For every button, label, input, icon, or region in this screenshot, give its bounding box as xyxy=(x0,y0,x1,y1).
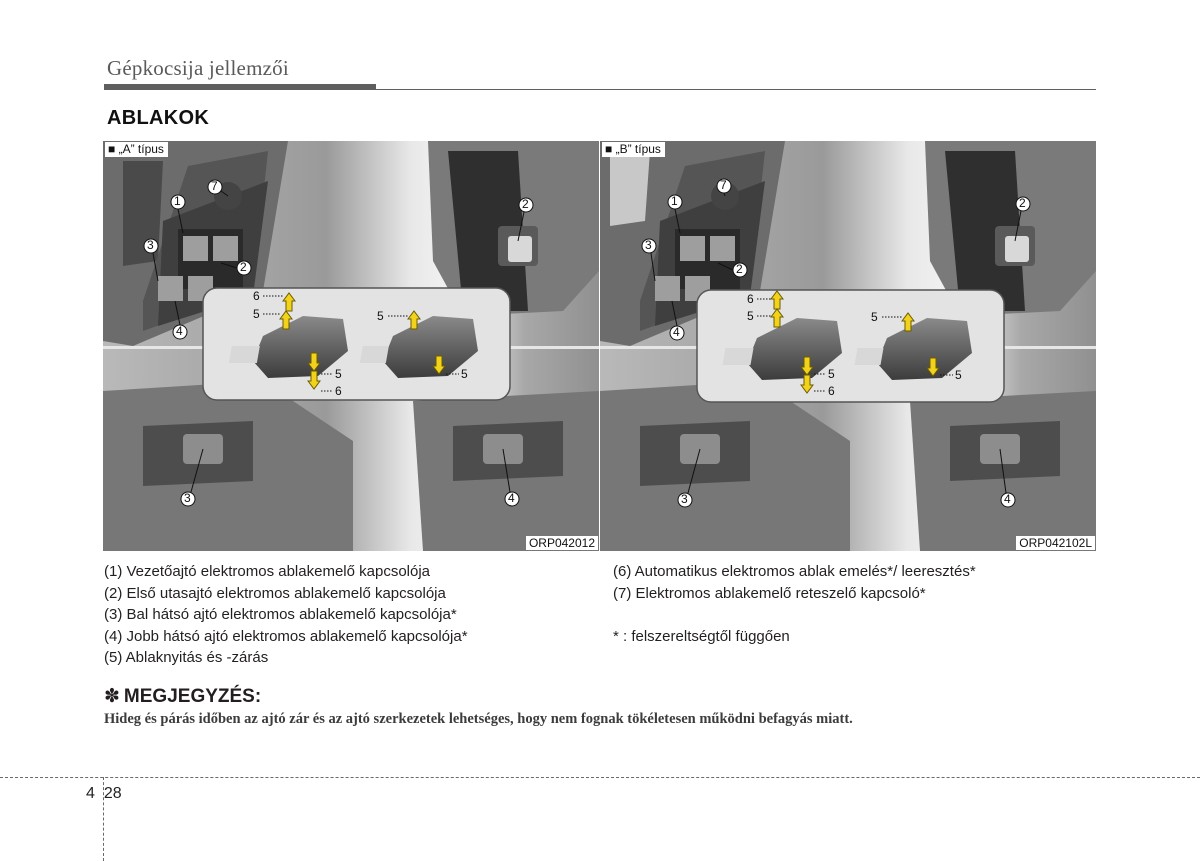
callouts-a xyxy=(143,179,534,507)
legend-right: (6) Automatikus elektromos ablak emelés*… xyxy=(613,561,976,647)
legend-item: (2) Első utasajtó elektromos ablakemelő … xyxy=(104,584,446,602)
page-number: 4 28 xyxy=(86,785,122,803)
inset-label-5-up: 5 xyxy=(253,307,260,321)
legend-left: (1) Vezetőajtó elektromos ablakemelő kap… xyxy=(104,561,468,669)
callouts-b xyxy=(641,178,1031,508)
section-title: ABLAKOK xyxy=(107,107,210,129)
inset-label-6-down: 6 xyxy=(828,384,835,398)
inset-label-5-up-right: 5 xyxy=(377,309,384,323)
callout-4: 4 xyxy=(176,324,183,338)
inset-label-5-down-right: 5 xyxy=(955,368,962,382)
figure-type-a: ■ „A” típus ORP042012 1 2 3 4 7 2 3 4 6 xyxy=(103,141,599,551)
legend-item: (6) Automatikus elektromos ablak emelés*… xyxy=(613,563,976,580)
callout-1: 1 xyxy=(671,194,678,208)
legend-footnote: * : felszereltségtől függően xyxy=(613,627,790,645)
legend-item: (4) Jobb hátsó ajtó elektromos ablakemel… xyxy=(104,627,468,645)
inset-label-5-down: 5 xyxy=(828,367,835,381)
callout-3-rear: 3 xyxy=(681,492,688,506)
callout-7: 7 xyxy=(720,178,727,192)
header-rule-thick xyxy=(104,84,376,90)
figure-type-b: ■ „B” típus ORP042102L 1 2 3 4 7 2 3 4 6 xyxy=(600,141,1096,551)
callout-7: 7 xyxy=(211,179,218,193)
callout-2-passenger: 2 xyxy=(522,197,529,211)
callout-4-rear: 4 xyxy=(508,491,515,505)
inset-label-5-up-right: 5 xyxy=(871,310,878,324)
legend-gap xyxy=(613,604,976,626)
callout-2-passenger: 2 xyxy=(1019,196,1026,210)
legend-item: (5) Ablaknyitás és -zárás xyxy=(104,649,269,666)
figure-code: ORP042012 xyxy=(525,536,598,550)
inset-label-6-up: 6 xyxy=(747,292,754,306)
chapter-title: Gépkocsija jellemzői xyxy=(107,56,289,80)
callout-4-rear: 4 xyxy=(1004,492,1011,506)
legend-item: (7) Elektromos ablakemelő reteszelő kapc… xyxy=(613,584,926,602)
legend-item: (3) Bal hátsó ajtó elektromos ablakemelő… xyxy=(104,606,457,623)
inset-label-6-up: 6 xyxy=(253,289,260,303)
note-text: Hideg és párás időben az ajtó zár és az … xyxy=(104,711,853,727)
callout-3-rear: 3 xyxy=(184,491,191,505)
footer-dashed-rule xyxy=(0,777,1200,778)
section-number: 4 xyxy=(86,785,95,802)
figure-code: ORP042102L xyxy=(1016,536,1095,550)
note-symbol-icon: ✽ xyxy=(104,686,120,707)
header-rule-thin xyxy=(376,89,1096,90)
inset-label-5-down-right: 5 xyxy=(461,367,468,381)
callout-1: 1 xyxy=(174,194,181,208)
callout-2: 2 xyxy=(736,262,743,276)
legend-item: (1) Vezetőajtó elektromos ablakemelő kap… xyxy=(104,563,431,580)
callout-2: 2 xyxy=(240,260,247,274)
footer-dashed-divider xyxy=(103,777,104,861)
door-switch-illustration-a xyxy=(103,141,599,551)
inset-label-6-down: 6 xyxy=(335,384,342,398)
inset-label-5-down: 5 xyxy=(335,367,342,381)
page-number-value: 28 xyxy=(103,785,122,802)
note-title: MEGJEGYZÉS: xyxy=(123,686,262,707)
figure-type-label: ■ „B” típus xyxy=(602,142,665,157)
inset-label-5-up: 5 xyxy=(747,309,754,323)
callout-4: 4 xyxy=(673,325,680,339)
callout-3: 3 xyxy=(645,238,652,252)
figure-type-label: ■ „A” típus xyxy=(105,142,168,157)
note-heading: ✽MEGJEGYZÉS: xyxy=(104,685,261,708)
callout-3: 3 xyxy=(147,238,154,252)
